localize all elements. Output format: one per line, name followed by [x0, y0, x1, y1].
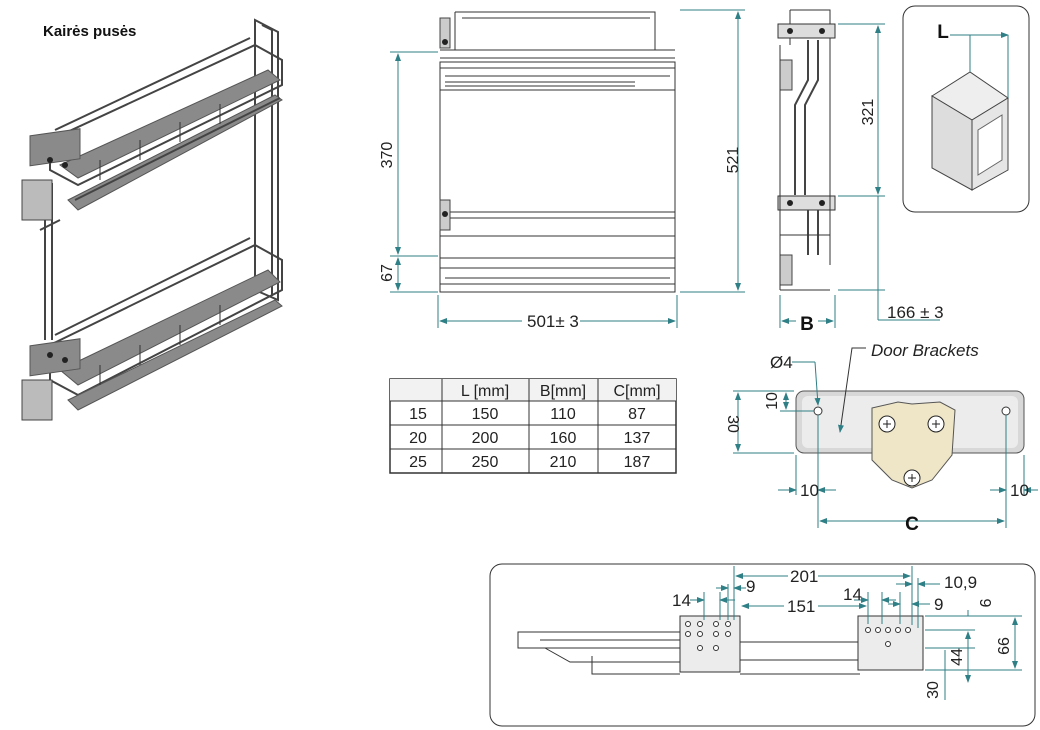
rail-dim-9-left: 9	[746, 577, 755, 596]
bracket-vertical-offset: 10	[764, 392, 781, 410]
rail-dim-201: 201	[790, 567, 818, 586]
hole-diameter-label: Ø4	[770, 353, 793, 372]
rail-dim-44: 44	[949, 648, 966, 666]
table-cell: 150	[472, 406, 499, 423]
table-cell: 187	[624, 454, 651, 471]
table-cell: 110	[550, 406, 576, 423]
b-dimension: B	[800, 314, 814, 335]
rail-dim-14-left: 14	[672, 591, 691, 610]
door-brackets-label: Door Brackets	[871, 341, 979, 360]
table-cell: 137	[624, 430, 651, 447]
upper-height-dimension: 370	[379, 142, 396, 169]
table-cell: 87	[628, 406, 646, 423]
depth-dimension: 166 ± 3	[887, 303, 944, 322]
table-cell: 210	[550, 454, 577, 471]
rail-dim-10-9: 10,9	[944, 573, 977, 592]
dimension-table: L [mm] B[mm] C[mm] 15 150 110 87 20 200 …	[389, 378, 677, 474]
lower-height-dimension: 67	[379, 264, 396, 282]
right-offset-dimension: 10	[1010, 481, 1029, 500]
table-cell: 25	[409, 454, 427, 471]
table-cell: 250	[472, 454, 499, 471]
rail-dim-14-right: 14	[843, 585, 862, 604]
table-cell: 200	[472, 430, 499, 447]
table-header: L [mm]	[461, 383, 509, 400]
product-illustration	[21, 18, 283, 421]
rail-detail: 201 10,9 14 9 151 14 9	[489, 563, 1036, 727]
rail-dim-30: 30	[925, 681, 942, 699]
bracket-height-dimension: 30	[724, 415, 741, 433]
page-title: Kairės pusės	[43, 23, 136, 40]
left-offset-dimension: 10	[800, 481, 819, 500]
front-view: 501± 3 521 370 67	[379, 9, 745, 331]
table-cell: 160	[550, 430, 577, 447]
table-header: B[mm]	[540, 383, 586, 400]
cabinet-icon-box: L	[902, 5, 1030, 213]
height-dimension: 521	[725, 147, 742, 174]
rail-dim-9-vertical: 9	[976, 599, 993, 608]
c-dimension: C	[905, 514, 919, 535]
rail-dim-66: 66	[996, 637, 1013, 655]
door-bracket-detail: Door Brackets Ø4 30 10 10 10 C	[724, 341, 1038, 535]
rail-dim-151: 151	[787, 597, 815, 616]
side-view: 321 166 ± 3 B	[777, 9, 944, 335]
table-cell: 20	[409, 430, 427, 447]
table-header: C[mm]	[613, 383, 660, 400]
side-height-dimension: 321	[860, 99, 877, 126]
table-cell: 15	[409, 406, 427, 423]
width-dimension: 501± 3	[527, 312, 579, 331]
rail-dim-9-right: 9	[934, 595, 943, 614]
cabinet-width-label: L	[937, 22, 949, 43]
